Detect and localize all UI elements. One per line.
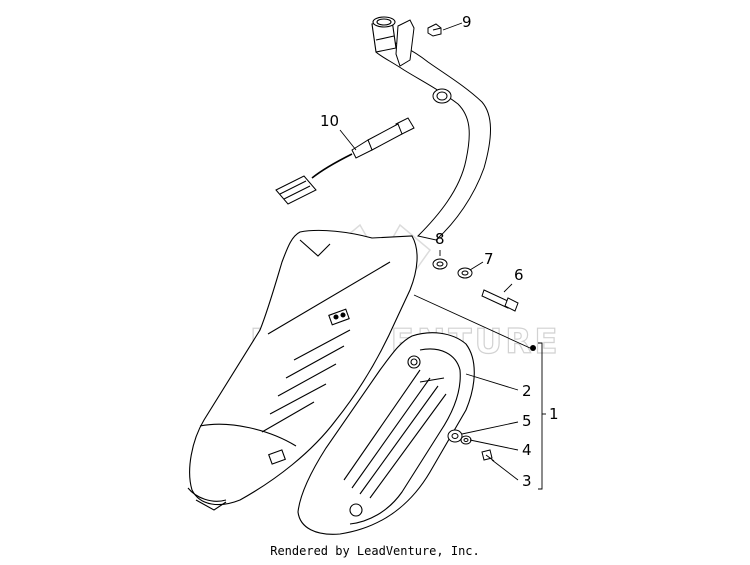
callout-7: 7 <box>484 250 494 268</box>
part-8-washer[interactable] <box>432 258 448 270</box>
callout-9: 9 <box>462 13 472 31</box>
exhaust-pipe[interactable] <box>375 19 491 241</box>
part-7-washer[interactable] <box>457 267 473 279</box>
callout-5: 5 <box>522 412 532 430</box>
footer-credit: Rendered by LeadVenture, Inc. <box>270 544 480 558</box>
leader-lines <box>339 22 546 490</box>
pipe-inlet-flange[interactable] <box>371 16 397 53</box>
callout-10: 10 <box>320 112 339 130</box>
callout-3: 3 <box>522 472 532 490</box>
callout-1: 1 <box>549 405 559 423</box>
part-10-oxygen-sensor[interactable] <box>275 117 415 205</box>
callout-2: 2 <box>522 382 532 400</box>
part-9-clamp[interactable] <box>427 23 442 37</box>
assembly-dot <box>530 345 536 351</box>
callout-4: 4 <box>522 441 532 459</box>
part-5-grommet[interactable] <box>447 429 463 443</box>
part-6-bolt[interactable] <box>481 289 519 312</box>
part-2-heat-shield[interactable] <box>297 332 475 535</box>
part-4-washer[interactable] <box>460 435 472 445</box>
muffler-body[interactable] <box>187 229 418 511</box>
callout-8: 8 <box>435 230 445 248</box>
callout-6: 6 <box>514 266 524 284</box>
part-3-screw[interactable] <box>481 449 495 462</box>
callout-labels: 9 10 8 7 6 1 2 5 4 3 <box>320 13 559 490</box>
